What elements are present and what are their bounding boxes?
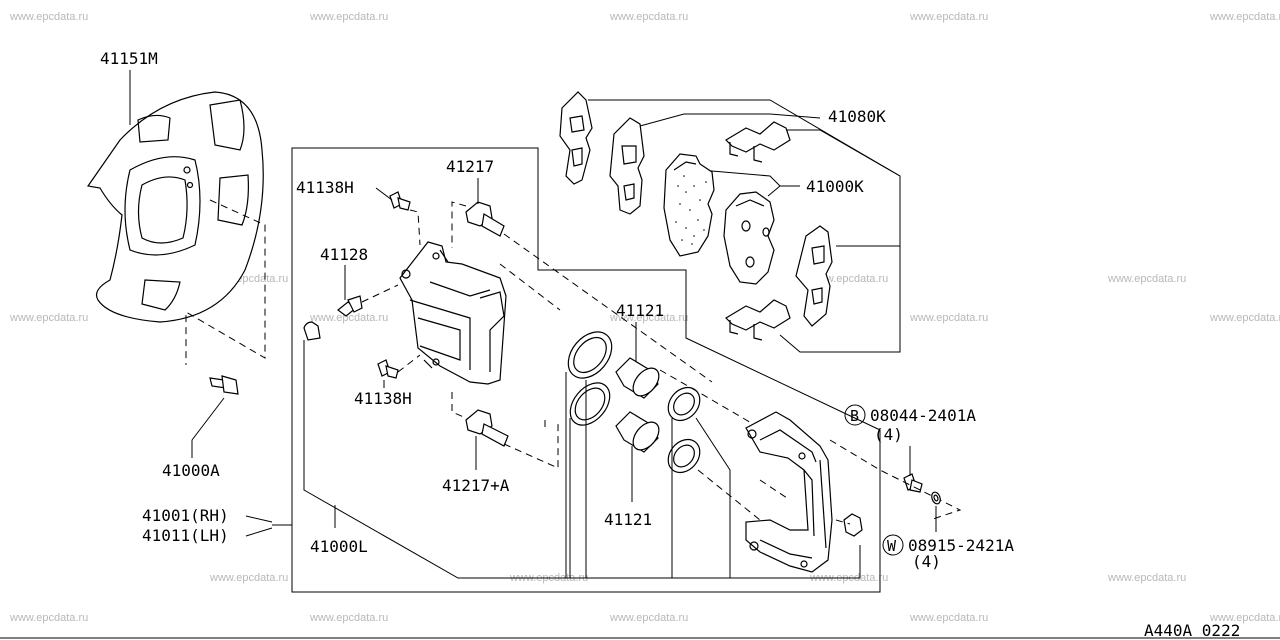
watermark: www.epcdata.ru [1107,572,1186,584]
label-41080K: 41080K [828,107,886,126]
dash-piston-a [659,369,761,429]
label-41217A: 41217+A [442,476,510,495]
leader-41000K [699,169,800,187]
label-41217: 41217 [446,157,494,176]
guide-pin-41217 [465,201,505,237]
pad-shim-3 [795,225,833,327]
label-08915: 08915-2421A [908,536,1014,555]
mount-bolt-frame [843,513,863,537]
leader-41001 [245,515,273,523]
piston-seal-ring-2 [569,382,611,426]
piston-2 [615,411,660,453]
pad-kit-frame [588,99,901,353]
dash-41138H-bot [397,354,421,373]
badge-w: W [887,537,897,555]
watermark: www.epcdata.ru [309,312,388,324]
guide-pin-41217A [465,409,509,447]
badge-b: B [850,407,859,425]
brake-pad-2 [723,191,775,285]
piston-boot-2 [667,438,701,474]
dash-piston-c [759,479,791,501]
leader-41011 [245,527,273,537]
watermark: www.epcdata.ru [609,11,688,23]
watermark: www.epcdata.ru [609,312,688,324]
pad-shim-2 [609,117,645,215]
badge-circle-b [844,404,866,426]
torque-member [745,411,833,573]
watermark: www.epcdata.ru [609,612,688,624]
bleeder-screw-41128 [337,295,363,317]
dash-41128 [361,284,399,303]
label-41128: 41128 [320,245,368,264]
label-08915-qty: (4) [912,552,941,571]
watermark: www.epcdata.ru [1209,312,1280,324]
piston-boot-1 [667,386,701,422]
label-41000K: 41000K [806,177,864,196]
badge-circle-w [882,534,904,556]
label-41011-lh: 41011(LH) [142,526,229,545]
watermark: www.epcdata.ru [9,612,88,624]
watermark: www.epcdata.ru [209,572,288,584]
bleeder-cap [303,321,321,341]
bolt-41138H-top [389,191,411,211]
label-41000A: 41000A [162,461,220,480]
watermark: www.epcdata.ru [909,11,988,23]
dash-41217A-b [503,422,559,469]
label-41138H-top: 41138H [296,178,354,197]
watermark: www.epcdata.ru [909,312,988,324]
dash-caliper-a [499,263,561,311]
caliper-body [399,241,507,385]
washer-08915 [931,491,941,505]
watermark: www.epcdata.ru [1209,11,1280,23]
label-41121-top: 41121 [616,301,664,320]
label-08044-qty: (4) [874,425,903,444]
watermark: www.epcdata.ru [309,612,388,624]
bolt-41000A [209,375,239,395]
pad-clip-top [725,121,791,163]
leader-boot-1 [695,417,731,578]
dash-mount [835,519,851,525]
dash-41217A-a [451,392,467,419]
label-08044: 08044-2401A [870,406,976,425]
label-41138H-bot: 41138H [354,389,412,408]
dash-41217-a [451,201,467,248]
watermark: www.epcdata.ru [909,612,988,624]
watermark: www.epcdata.ru [9,11,88,23]
dash-41138H-top [409,209,421,246]
watermark: www.epcdata.ru [1209,612,1280,624]
leader-41000A [191,397,225,441]
bolt-41138H-bottom [377,359,399,379]
label-41001-rh: 41001(RH) [142,506,229,525]
leader-41080K [639,113,821,127]
leader-41000L [303,340,861,579]
watermark: www.epcdata.ru [9,312,88,324]
leader-41138H-top [375,187,393,201]
pad-clip-bottom [725,299,791,341]
pad-shim-1 [559,91,593,185]
dust-shield [86,91,264,323]
label-41121-bot: 41121 [604,510,652,529]
leader-41000K-b [767,185,781,197]
watermark: www.epcdata.ru [309,11,388,23]
label-41151M: 41151M [100,49,158,68]
piston-1 [615,357,660,399]
label-41000L: 41000L [310,537,368,556]
assembly-frame [291,147,881,593]
piston-seal-ring-1 [567,331,613,379]
dash-41217-b [503,233,713,383]
dash-shield-bolt [185,199,266,365]
watermark: www.epcdata.ru [1107,273,1186,285]
brake-pad-1 [663,153,715,257]
diagram-code: A440A 0222 [1144,621,1240,640]
dash-piston-b [697,469,761,521]
dash-08044 [829,439,962,521]
